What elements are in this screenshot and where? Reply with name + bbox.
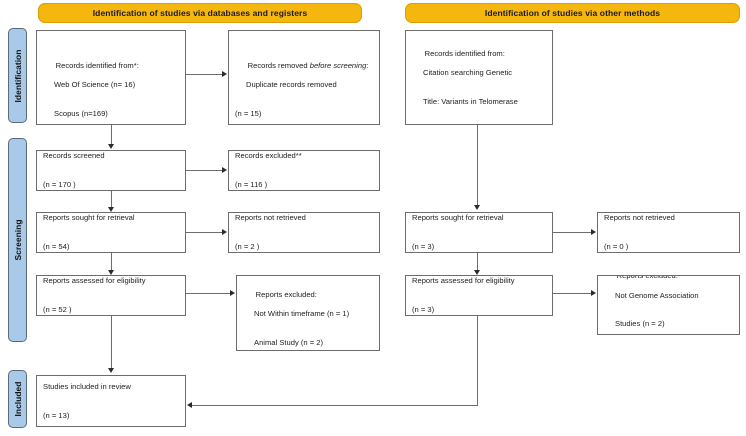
arrowhead-assessed-to-included	[107, 368, 114, 373]
box-reports-assessed-right: Reports assessed for eligibility (n = 3)	[405, 275, 553, 316]
records-identified-other-line-0: Citation searching Genetic	[423, 67, 513, 77]
arrowhead-other-identified-to-sought	[473, 205, 480, 210]
box-records-excluded: Records excluded** (n = 116 )	[228, 150, 380, 191]
arrowhead-assessed-to-excluded-left	[230, 289, 235, 296]
banner-other-methods: Identification of studies via other meth…	[405, 3, 740, 23]
box-reports-excluded-left: Reports excluded: Not Within timeframe (…	[236, 275, 380, 351]
records-removed-title: Records removed	[247, 60, 310, 70]
connector-identified-to-removed	[186, 74, 222, 75]
box-records-identified-other: Records identified from: Citation search…	[405, 30, 553, 125]
arrowhead-identified-to-screened	[107, 144, 114, 149]
records-screened-count: (n = 170 )	[43, 180, 76, 190]
arrowhead-sought-to-assessed-right	[473, 270, 480, 275]
records-excluded-title: Records excluded**	[235, 151, 302, 161]
reports-assessed-left-count: (n = 52 )	[43, 305, 72, 315]
records-identified-title: Records identified from*:	[55, 60, 139, 70]
reports-not-retrieved-left-count: (n = 2 )	[235, 242, 260, 252]
arrowhead-sought-to-not-retrieved-right	[591, 228, 596, 235]
connector-screened-to-excluded	[186, 170, 222, 171]
stage-pill-included: Included	[8, 370, 27, 428]
connector-sought-to-not-retrieved-right	[553, 232, 591, 233]
connector-assessed-to-excluded-right	[553, 293, 591, 294]
stage-pill-screening: Screening	[8, 138, 27, 342]
records-identified-other-line-1: Title: Variants in Telomerase	[423, 96, 518, 106]
arrowhead-right-to-included	[187, 401, 192, 408]
reports-not-retrieved-right-title: Reports not retrieved	[604, 213, 675, 223]
reports-excluded-left-line-0: Not Within timeframe (n = 1)	[254, 308, 350, 318]
reports-not-retrieved-right-count: (n = 0 )	[604, 242, 629, 252]
reports-excluded-right-line-1: Studies (n = 2)	[615, 319, 665, 329]
records-screened-title: Records screened	[43, 151, 105, 161]
connector-sought-to-assessed-right	[477, 253, 478, 270]
records-excluded-count: (n = 116 )	[235, 180, 268, 190]
reports-excluded-left-line-1: Animal Study (n = 2)	[254, 337, 324, 347]
connector-sought-to-assessed-left	[111, 253, 112, 270]
records-removed-line-0: Duplicate records removed	[246, 79, 337, 89]
records-identified-other-title: Records identified from:	[424, 48, 505, 58]
reports-sought-left-title: Reports sought for retrieval	[43, 213, 135, 223]
arrowhead-screened-to-excluded	[222, 166, 227, 173]
arrowhead-assessed-to-excluded-right	[591, 289, 596, 296]
box-reports-assessed-left: Reports assessed for eligibility (n = 52…	[36, 275, 186, 316]
connector-screened-to-sought	[111, 191, 112, 207]
reports-assessed-right-title: Reports assessed for eligibility	[412, 276, 515, 286]
records-removed-title-tail: :	[366, 60, 369, 70]
stage-label-identification: Identification	[12, 49, 23, 102]
reports-assessed-right-count: (n = 3)	[412, 305, 435, 315]
reports-sought-right-title: Reports sought for retrieval	[412, 213, 504, 223]
box-records-identified: Records identified from*: Web Of Science…	[36, 30, 186, 125]
banner-databases-registers: Identification of studies via databases …	[38, 3, 362, 23]
stage-label-screening: Screening	[12, 219, 23, 261]
arrowhead-identified-to-removed	[222, 70, 227, 77]
stage-label-included: Included	[12, 381, 23, 417]
connector-right-elbow-horizontal	[192, 405, 478, 406]
records-identified-line-0: Web Of Science (n= 16)	[54, 79, 136, 89]
records-identified-line-1: Scopus (n=169)	[54, 108, 108, 118]
arrowhead-sought-to-not-retrieved-left	[222, 228, 227, 235]
arrowhead-screened-to-sought	[107, 207, 114, 212]
records-removed-title-italic: before screening	[309, 60, 367, 70]
studies-included-count: (n = 13)	[43, 410, 70, 420]
connector-assessed-to-excluded-left	[186, 293, 230, 294]
arrowhead-sought-to-assessed-left	[107, 270, 114, 275]
stage-pill-identification: Identification	[8, 28, 27, 123]
box-records-removed: Records removed before screening: Duplic…	[228, 30, 380, 125]
box-reports-sought-left: Reports sought for retrieval (n = 54)	[36, 212, 186, 253]
reports-excluded-right-title: Reports excluded:	[616, 275, 678, 281]
connector-sought-to-not-retrieved-left	[186, 232, 222, 233]
box-reports-not-retrieved-right: Reports not retrieved (n = 0 )	[597, 212, 740, 253]
reports-sought-right-count: (n = 3)	[412, 242, 435, 252]
reports-excluded-right-line-0: Not Genome Association	[615, 290, 699, 300]
box-reports-excluded-right: Reports excluded: Not Genome Association…	[597, 275, 740, 335]
reports-excluded-left-title: Reports excluded:	[255, 289, 317, 299]
reports-sought-left-count: (n = 54)	[43, 242, 70, 252]
box-reports-sought-right: Reports sought for retrieval (n = 3)	[405, 212, 553, 253]
box-records-screened: Records screened (n = 170 )	[36, 150, 186, 191]
records-removed-line-1: (n = 15)	[235, 108, 262, 118]
connector-right-elbow-vertical	[477, 316, 478, 405]
connector-identified-to-screened	[111, 125, 112, 144]
connector-other-identified-to-sought	[477, 125, 478, 205]
studies-included-title: Studies included in review	[43, 381, 131, 391]
box-studies-included: Studies included in review (n = 13)	[36, 375, 186, 427]
reports-assessed-left-title: Reports assessed for eligibility	[43, 276, 146, 286]
connector-assessed-to-included	[111, 316, 112, 368]
reports-not-retrieved-left-title: Reports not retrieved	[235, 213, 306, 223]
box-reports-not-retrieved-left: Reports not retrieved (n = 2 )	[228, 212, 380, 253]
